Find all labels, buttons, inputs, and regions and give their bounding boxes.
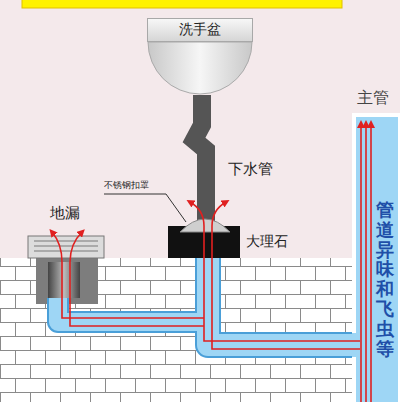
main-pipe (356, 117, 398, 402)
drain-grating (28, 236, 104, 258)
steel-cap (180, 219, 230, 232)
brick-ground (0, 258, 354, 402)
main-pipe-label: 主管 (357, 88, 389, 109)
pipe-label: 下水管 (228, 160, 273, 179)
box-text: 洗手盆 (179, 21, 221, 39)
sink-box: 洗手盆 (147, 18, 253, 42)
basin-bowl (148, 42, 252, 94)
marble-label: 大理石 (246, 233, 288, 251)
title-bar (22, 0, 342, 8)
drain-label: 地漏 (50, 204, 80, 223)
drain-pipe (194, 95, 206, 228)
cap-label: 不锈钢扣罩 (104, 179, 149, 192)
odor-note: 管道异味和飞虫等 (376, 200, 394, 358)
drain-trap (48, 262, 80, 298)
leader-line (104, 194, 186, 222)
drain-body (36, 258, 98, 304)
main-pipe-wall (352, 113, 400, 402)
odor-arrows (52, 124, 371, 402)
